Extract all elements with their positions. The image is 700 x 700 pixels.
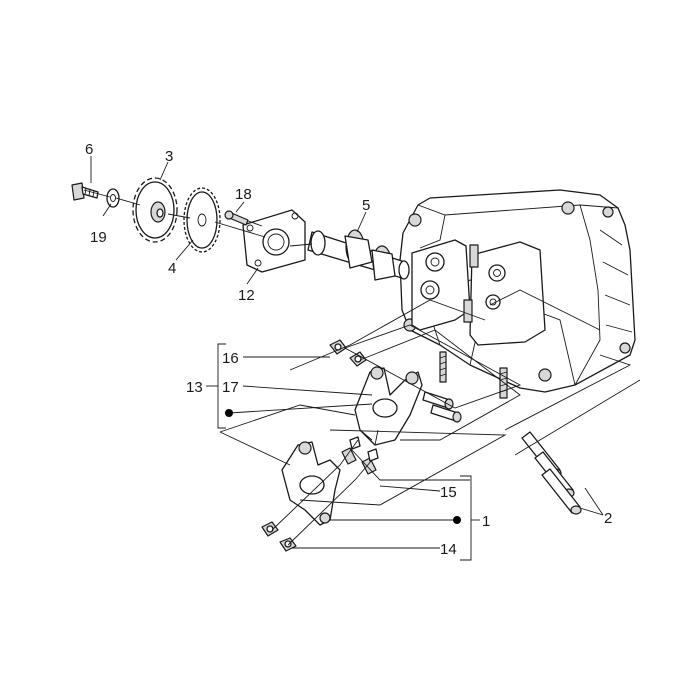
callout-3: 3 [165, 148, 173, 165]
callout-17: 17 [222, 379, 239, 396]
callout-19: 19 [90, 229, 107, 246]
callout-13: 13 [186, 379, 203, 396]
callout-15: 15 [440, 484, 457, 501]
callout-4: 4 [168, 260, 176, 277]
cylinder-head [399, 189, 636, 399]
callout-18: 18 [235, 186, 252, 203]
callout-12: 12 [238, 287, 255, 304]
bearing-cover-plate [242, 209, 306, 273]
callout-numbers: 6 3 18 5 19 4 12 16 13 17 15 1 2 14 [85, 141, 612, 558]
lower-rocker-assembly [261, 436, 379, 552]
washer [106, 188, 120, 208]
callout-1: 1 [482, 513, 490, 530]
bullet-dot-13 [225, 409, 233, 417]
camshaft [307, 229, 410, 281]
screw-18 [224, 210, 249, 226]
callout-2: 2 [604, 510, 612, 527]
callout-leaders [90, 156, 604, 561]
bullet-dot-1 [453, 516, 461, 524]
cam-gear [132, 177, 178, 243]
exploded-view-guides [83, 189, 641, 546]
bolt-6 [71, 182, 99, 201]
upper-rocker-assembly [329, 339, 462, 446]
guide-pins [521, 431, 582, 515]
callout-16: 16 [222, 350, 239, 367]
callout-6: 6 [85, 141, 93, 158]
callout-5: 5 [362, 197, 370, 214]
timing-sprocket [183, 187, 221, 253]
callout-14: 14 [440, 541, 457, 558]
